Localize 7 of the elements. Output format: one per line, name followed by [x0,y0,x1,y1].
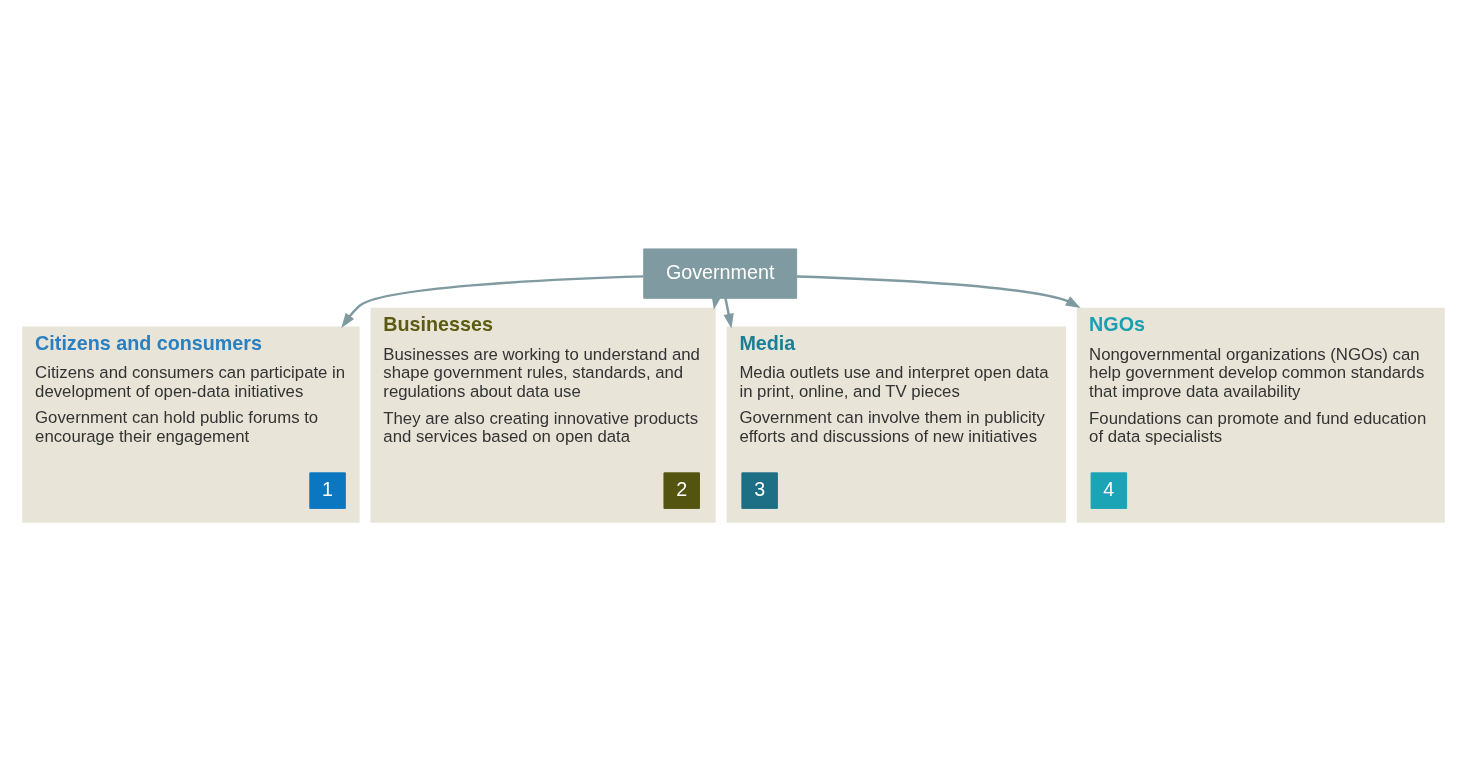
arrow [796,275,1081,308]
node-box: 4 [1090,472,1128,509]
node-box: 1 [309,472,346,509]
arrow [341,275,644,328]
node-box: 3 [741,472,778,509]
arrow [723,298,734,329]
node-box: 2 [663,472,700,509]
